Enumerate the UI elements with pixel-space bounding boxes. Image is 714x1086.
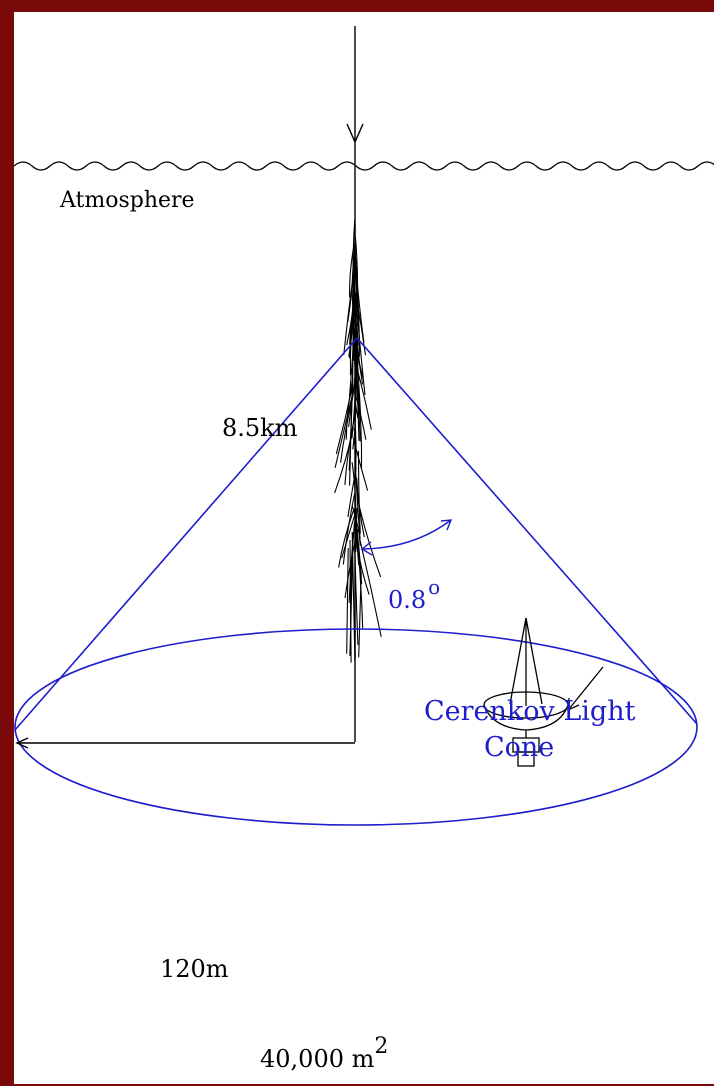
shower-streak <box>355 508 358 552</box>
shower-streak <box>334 395 353 468</box>
area-value: 40,000 m <box>260 1045 375 1073</box>
shower-streak <box>354 543 359 645</box>
area-label: 40,000 m2 <box>260 1034 389 1073</box>
shower-streak <box>354 246 358 317</box>
cone-label-line2: Cone <box>484 732 555 763</box>
diagram-canvas <box>14 26 714 826</box>
air-shower <box>334 219 382 663</box>
shower-streak <box>351 505 361 546</box>
telescope-icon <box>483 617 569 767</box>
shower-streak <box>354 236 359 309</box>
radius-arrowhead-icon <box>15 737 29 749</box>
angle-unit: o <box>428 575 441 599</box>
shower-streak <box>354 462 361 540</box>
shower-streak <box>345 379 354 440</box>
shower-tail-streak <box>351 531 356 661</box>
shower-streak <box>358 536 382 637</box>
angle-arrowhead-right-icon <box>440 519 453 531</box>
incoming-arrowhead-icon <box>346 123 364 144</box>
shower-streak <box>353 333 361 442</box>
shower-streak <box>356 496 382 578</box>
cone-label-line1: Cerenkov Light <box>424 696 636 727</box>
shower-streak <box>342 493 356 565</box>
shower-streak <box>356 543 370 595</box>
shower-tail-streak <box>346 547 349 654</box>
incoming-light-arrow-icon <box>568 666 604 710</box>
cone-right-edge <box>356 337 698 725</box>
shower-tail-streak <box>349 555 354 656</box>
shower-streak <box>344 410 357 485</box>
shower-streak <box>357 450 361 534</box>
shower-streak <box>355 365 372 430</box>
shower-streak <box>334 427 354 494</box>
shower-streak <box>335 386 353 455</box>
shower-tail-streak <box>358 571 362 658</box>
cone-left-edge <box>14 337 358 731</box>
shower-streak <box>354 319 361 364</box>
shower-streak <box>352 318 355 396</box>
shower-tail-streak <box>349 539 352 663</box>
angle-arrowhead-left-icon <box>360 541 373 556</box>
shower-streak <box>352 438 369 491</box>
shower-streak <box>349 258 357 359</box>
atmosphere-label: Atmosphere <box>60 188 195 213</box>
shower-streak <box>340 399 353 463</box>
light-pool-ellipse <box>14 628 698 826</box>
angle-arc <box>362 519 452 550</box>
shower-streak <box>354 377 359 419</box>
area-exponent: 2 <box>374 1034 389 1059</box>
shower-streak <box>349 244 355 298</box>
angle-value: 0.8 <box>388 586 427 614</box>
atmosphere-boundary <box>14 161 714 171</box>
radius-label: 120m <box>160 955 229 983</box>
incoming-light-arrowhead-icon <box>567 697 580 712</box>
shower-streak <box>338 509 355 568</box>
altitude-label: 8.5km <box>222 414 298 442</box>
shower-streak <box>341 511 357 559</box>
